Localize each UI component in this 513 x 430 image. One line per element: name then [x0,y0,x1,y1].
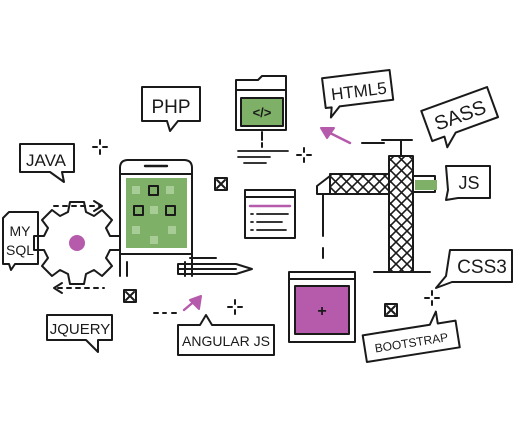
sparkle-icon [296,147,312,163]
sass-bubble: SASS [420,86,500,149]
close-box-icon [123,289,137,303]
angular-js-label: ANGULAR JS [182,333,270,349]
jquery-bubble: JQUERY [46,314,113,353]
css3-label: CSS3 [457,257,507,278]
mysql-bubble: MY SQL [2,211,39,271]
pen-icon [177,257,253,275]
bootstrap-bubble: BOOTSTRAP [361,310,461,364]
php-bubble: PHP [141,86,201,132]
jquery-label: JQUERY [50,321,111,338]
js-bubble: JS [445,165,491,201]
gear-icon [33,200,121,294]
code-symbol: </> [253,105,272,120]
arrow-icon [320,127,385,145]
java-label: JAVA [26,151,67,170]
mobile-phone-icon [119,159,193,277]
html5-label: HTML5 [330,79,388,105]
plus-symbol: + [317,303,326,320]
sass-label: SASS [432,96,490,135]
sparkle-icon [424,290,440,306]
folder-code-icon: </> [235,75,289,164]
html5-bubble: HTML5 [321,68,395,119]
java-bubble: JAVA [19,143,75,183]
angular-js-bubble: ANGULAR JS [177,314,275,356]
sparkle-icon [92,139,108,155]
mysql-label-line1: MY [10,223,32,239]
css3-bubble: CSS3 [435,249,513,289]
close-box-icon [214,177,228,191]
mysql-label-line2: SQL [6,242,34,258]
sparkle-icon [227,299,243,315]
close-box-icon [384,303,398,317]
arrow-icon [153,295,202,314]
document-list-icon [244,189,296,239]
js-label: JS [458,173,479,193]
php-label: PHP [151,97,190,118]
crane-icon [316,139,437,273]
browser-window-icon: + [288,271,356,343]
